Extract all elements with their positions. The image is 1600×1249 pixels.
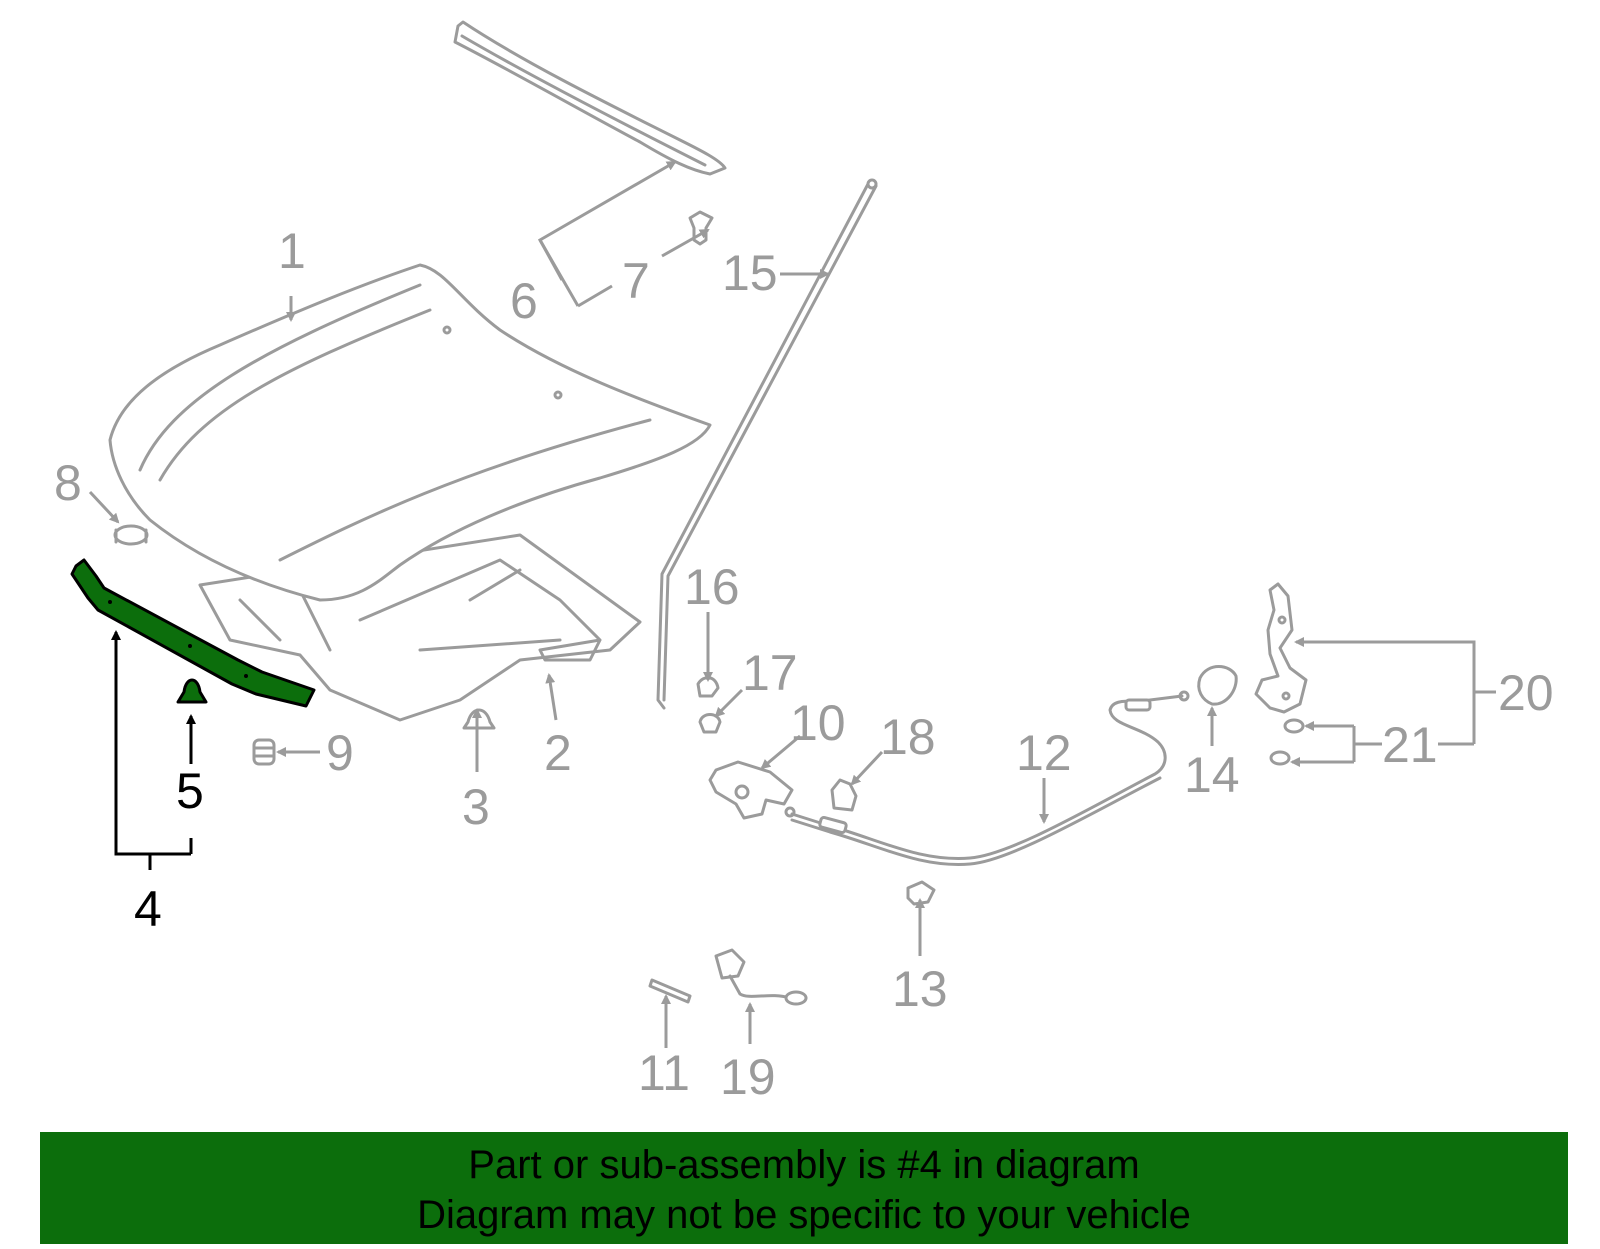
bolt-part-21a: [1283, 718, 1305, 734]
hinge-part: [1254, 582, 1308, 714]
cushion-part-9: [252, 738, 276, 766]
callout-5: 5: [176, 763, 204, 819]
weatherstrip-part: [453, 20, 727, 176]
info-banner: Part or sub-assembly is #4 in diagram Di…: [40, 1132, 1568, 1244]
bumper-part-8: [113, 524, 149, 546]
callout-3: 3: [462, 779, 490, 835]
clip-part-5-highlighted: [176, 678, 208, 704]
bumper-part-16: [696, 676, 720, 698]
callout-19: 19: [720, 1049, 776, 1105]
callout-18: 18: [880, 709, 936, 765]
callout-4: 4: [134, 881, 162, 937]
banner-line-disclaimer: Diagram may not be specific to your vehi…: [417, 1193, 1191, 1237]
callout-14: 14: [1184, 747, 1240, 803]
hood-lock-part: [708, 760, 794, 820]
bracket-part-18: [830, 778, 858, 812]
release-cable-part: [784, 690, 1190, 866]
callout-11: 11: [638, 1045, 690, 1101]
switch-part-19: [714, 948, 808, 1006]
callout-2: 2: [544, 725, 572, 781]
bolt-part-21b: [1269, 750, 1291, 766]
callout-1: 1: [278, 223, 306, 279]
callout-8: 8: [54, 455, 82, 511]
clip-part-11: [648, 978, 692, 1004]
clip-part-17: [698, 713, 722, 734]
callout-21: 21: [1382, 717, 1438, 773]
hood-part: [108, 263, 712, 602]
callout-10: 10: [790, 695, 846, 751]
callout-13: 13: [892, 961, 948, 1017]
release-handle-part: [1197, 665, 1238, 706]
prop-rod-part: [656, 178, 878, 710]
leader-lines: [88, 160, 1496, 1048]
callout-16: 16: [684, 559, 740, 615]
callout-6: 6: [510, 273, 538, 329]
clip-part-13: [906, 880, 936, 906]
callout-7: 7: [622, 253, 650, 309]
callout-12: 12: [1016, 725, 1072, 781]
callout-15: 15: [722, 245, 778, 301]
callout-20: 20: [1498, 665, 1554, 721]
clip-part-3: [462, 708, 496, 730]
callout-9: 9: [326, 725, 354, 781]
hood-seal-part-highlighted: [70, 558, 316, 708]
callouts: 1 2 3 4 5 6 7 8 9 10 11 12 13 14 15 16 1…: [54, 223, 1554, 1105]
callout-17: 17: [742, 645, 798, 701]
banner-line-part-number: Part or sub-assembly is #4 in diagram: [468, 1143, 1140, 1187]
